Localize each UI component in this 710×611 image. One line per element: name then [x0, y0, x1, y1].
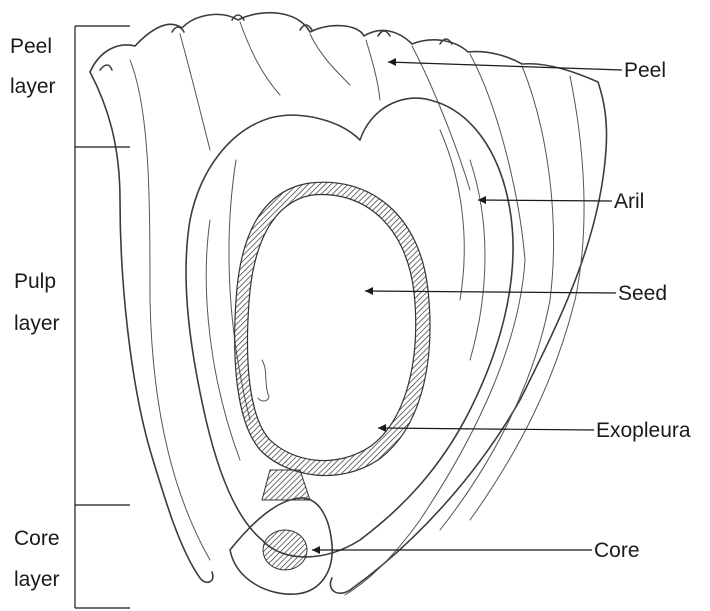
layer-brackets — [75, 26, 130, 608]
peel-drawing — [90, 13, 607, 595]
exopleura-pointer-arrow — [378, 424, 386, 432]
exopleura-label: Exopleura — [596, 419, 691, 442]
peel-pointer-arrow — [388, 58, 396, 66]
aril-pointer-line — [478, 200, 612, 201]
exopleura-pointer-line — [378, 428, 594, 430]
seed-label: Seed — [618, 282, 667, 305]
core-layer-label-line2: layer — [14, 568, 60, 591]
peel-outline — [90, 13, 607, 150]
core-pointer-arrow — [312, 546, 320, 554]
seed-pointer-line — [365, 291, 616, 293]
pulp-layer-label-line1: Pulp — [14, 270, 56, 293]
pulp-layer-label-line2: layer — [14, 312, 60, 335]
pointers — [312, 58, 622, 554]
core-label: Core — [594, 539, 640, 562]
aril-label: Aril — [614, 190, 644, 213]
peel-layer-label-line2: layer — [10, 75, 56, 98]
core-drawing — [230, 470, 332, 594]
core-layer-label-line1: Core — [14, 527, 60, 550]
core-hatch — [263, 530, 307, 570]
seed-pointer-arrow — [365, 287, 373, 295]
part-labels: Peel Aril Seed Exopleura Core — [594, 59, 691, 562]
core-stalk — [262, 470, 310, 500]
peel-label: Peel — [624, 59, 666, 82]
seed-drawing — [235, 182, 430, 475]
exopleura-ring — [235, 182, 430, 475]
layer-labels: Peel layer Pulp layer Core layer — [10, 35, 60, 591]
peel-layer-label-line1: Peel — [10, 35, 52, 58]
